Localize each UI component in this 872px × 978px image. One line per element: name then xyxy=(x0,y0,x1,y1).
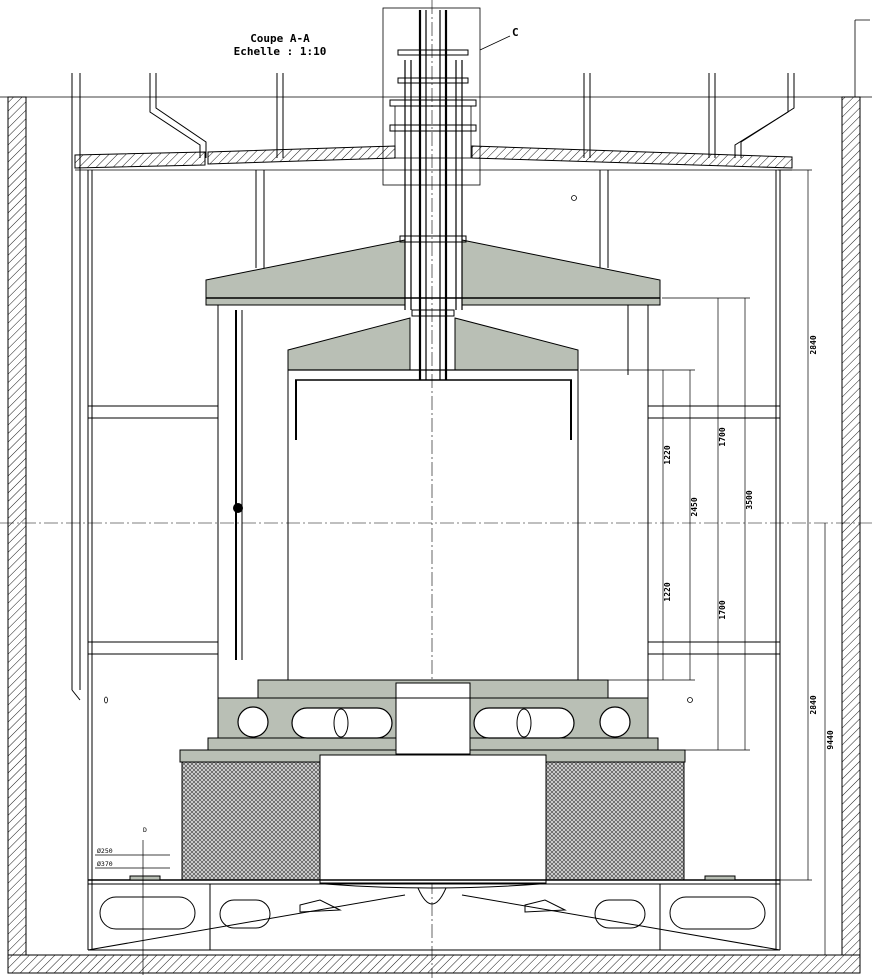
dim-1700-top: 1700 xyxy=(718,427,727,446)
inner-vessel xyxy=(287,370,579,681)
dim-2840-top: 2840 xyxy=(809,335,818,354)
coil-right xyxy=(545,761,685,881)
section-title-line1: Coupe A-A xyxy=(250,32,310,45)
coil-left xyxy=(181,761,321,881)
outer-wall-right xyxy=(841,96,861,956)
inner-cover xyxy=(287,317,579,371)
top-deck xyxy=(74,145,793,171)
core-block xyxy=(319,754,547,884)
outer-wall-left xyxy=(7,96,27,956)
dim-1700-bottom: 1700 xyxy=(718,600,727,619)
dia-370-label: Ø370 xyxy=(97,860,113,868)
point-d-label: D xyxy=(143,826,147,834)
dim-1220-bottom: 1220 xyxy=(663,582,672,601)
dim-2840-bottom: 2840 xyxy=(809,695,818,714)
dim-2450: 2450 xyxy=(690,497,699,516)
detail-c-label: C xyxy=(512,26,519,39)
outer-vessel xyxy=(217,305,649,700)
base-structure xyxy=(87,875,781,951)
dim-9440: 9440 xyxy=(826,730,835,749)
outer-floor xyxy=(7,954,861,974)
section-title-scale: Echelle : 1:10 xyxy=(234,45,327,58)
dim-1220-top: 1220 xyxy=(663,445,672,464)
upper-cover xyxy=(205,239,661,306)
dim-3500: 3500 xyxy=(745,490,754,509)
dimension-lines xyxy=(95,169,826,975)
probe-point xyxy=(233,503,243,513)
dia-250-label: Ø250 xyxy=(97,847,113,855)
detail-c-box: C xyxy=(382,7,519,186)
tank-shell xyxy=(87,170,781,951)
section-title: Coupe A-A Echelle : 1:10 xyxy=(234,32,327,58)
bottom-flange xyxy=(179,679,686,763)
feedthrough-column xyxy=(389,10,477,380)
dimension-labels: 2840 2840 9440 3500 1700 1700 2450 1220 … xyxy=(97,335,835,868)
top-pipes xyxy=(71,73,795,701)
